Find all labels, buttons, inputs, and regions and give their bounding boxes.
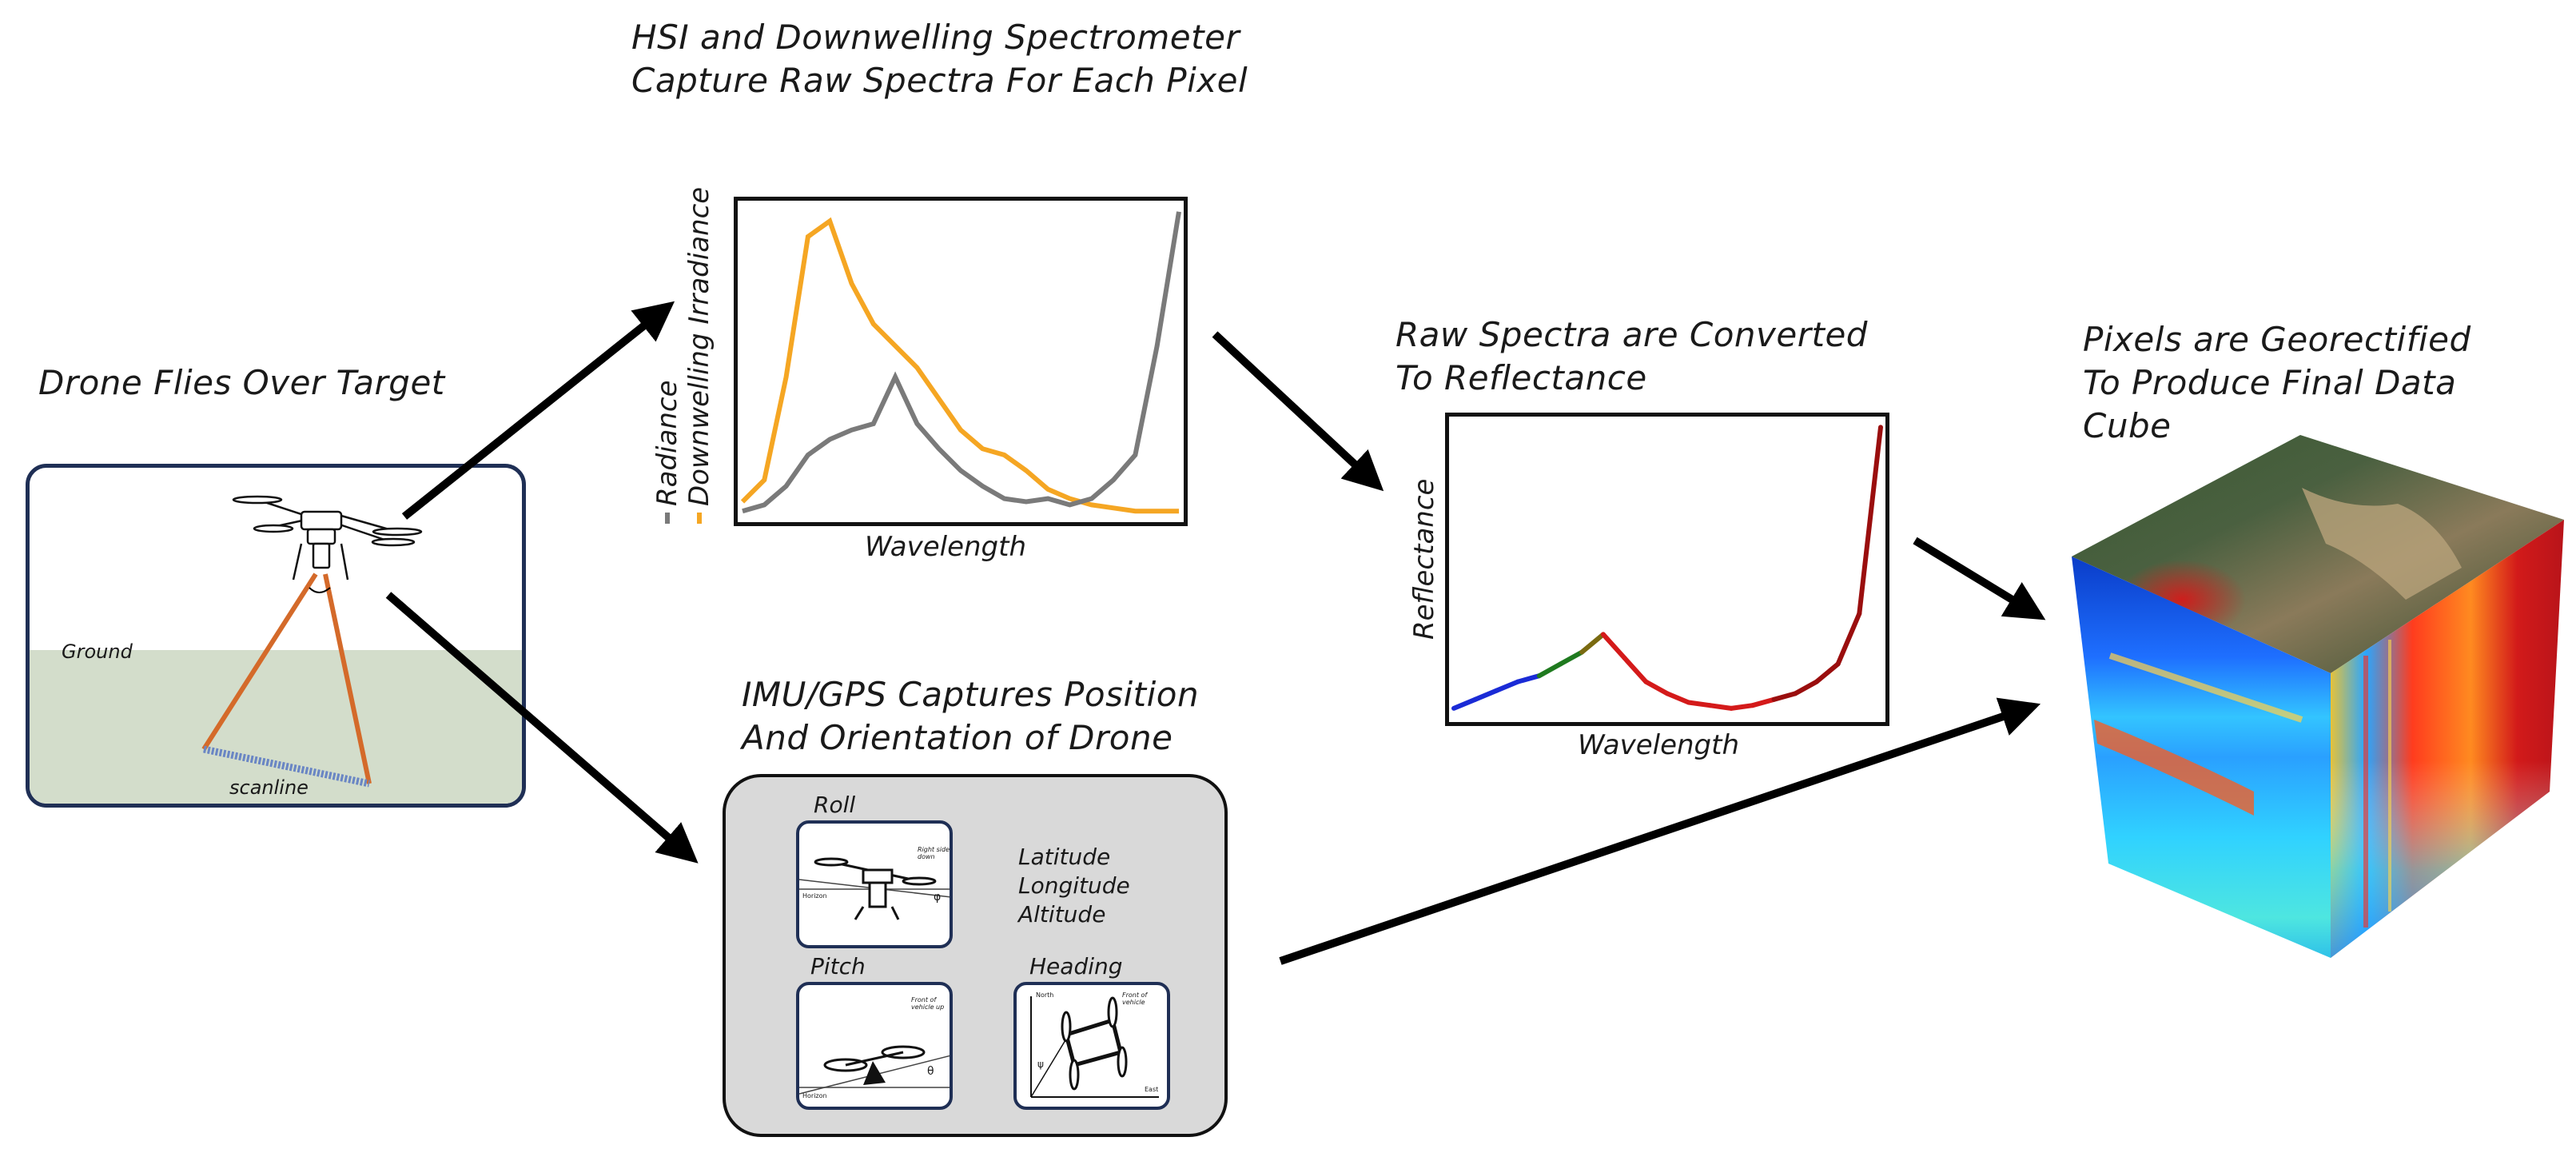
raw-chart-legend: Radiance Downwelling Irradiance xyxy=(651,187,715,524)
drone-icon xyxy=(232,495,423,580)
longitude-label: Longitude xyxy=(1018,872,1130,899)
radiance-legend-swatch xyxy=(665,513,670,524)
reflectance-segment xyxy=(1857,425,1883,616)
roll-diagram: Right side down Horizon φ xyxy=(796,820,953,948)
drone-caption: Drone Flies Over Target xyxy=(38,363,445,402)
irradiance-legend-swatch xyxy=(697,513,702,524)
reflectance-segment xyxy=(1472,688,1499,702)
cube-caption-line1: Pixels are Georectified xyxy=(2083,320,2471,359)
arrow-hsi-to-reflectance xyxy=(1212,331,1384,492)
reflectance-segment xyxy=(1793,679,1819,696)
drone-scan-illustration xyxy=(201,495,423,788)
reflectance-segment xyxy=(1729,703,1755,711)
pitch-angle: θ xyxy=(927,1065,934,1078)
cube-caption-line2: To Produce Final Data xyxy=(2083,363,2457,402)
refl-chart-xlabel: Wavelength xyxy=(1578,729,1740,761)
cube-caption-line3: Cube xyxy=(2083,406,2172,445)
reflectance-segment xyxy=(1579,632,1606,655)
radiance-series-line xyxy=(742,211,1181,514)
heading-east: East xyxy=(1145,1086,1159,1093)
roll-horizon: Horizon xyxy=(802,892,827,900)
roll-note: Right side down xyxy=(918,846,950,860)
roll-label: Roll xyxy=(814,792,856,818)
reflectance-chart xyxy=(1445,413,1889,726)
ground-label: Ground xyxy=(62,640,133,663)
arrow-reflectance-to-cube xyxy=(1913,537,2046,620)
reflectance-segment xyxy=(1536,661,1563,679)
refl-chart-ylabel: Reflectance xyxy=(1408,478,1440,640)
raw-chart-xlabel: Wavelength xyxy=(865,531,1027,563)
raw-spectra-chart xyxy=(734,197,1188,526)
latitude-label: Latitude xyxy=(1018,844,1111,870)
heading-label: Heading xyxy=(1029,953,1123,979)
heading-diagram: North Front of vehicle East ψ xyxy=(1013,982,1170,1110)
radiance-legend-label: Radiance xyxy=(651,380,683,506)
reflectance-segment xyxy=(1600,632,1627,660)
cube-left-face xyxy=(2072,557,2331,958)
hsi-caption-line2: Capture Raw Spectra For Each Pixel xyxy=(631,61,1248,100)
pitch-note: Front of vehicle up xyxy=(911,996,945,1011)
reflectance-plot xyxy=(1451,425,1883,711)
reflectance-series xyxy=(1451,425,1883,711)
scanline xyxy=(203,745,370,788)
raw-spectra-plot xyxy=(740,211,1181,514)
drone-panel: Ground scanline xyxy=(26,464,526,808)
pitch-diagram: Front of vehicle up Horizon θ xyxy=(796,982,953,1110)
reflectance-segment xyxy=(1707,703,1734,711)
heading-north: North xyxy=(1036,991,1054,999)
imu-panel: Roll Pitch Heading Latitude Longitude Al… xyxy=(723,774,1228,1137)
reflectance-segment xyxy=(1643,679,1670,696)
reflectance-segment xyxy=(1771,691,1798,702)
reflectance-segment xyxy=(1622,656,1649,684)
imu-caption-line1: IMU/GPS Captures Position xyxy=(742,675,1200,714)
reflectance-segment xyxy=(1665,691,1691,705)
reflectance-segment xyxy=(1558,649,1585,667)
imu-caption-line2: And Orientation of Drone xyxy=(742,718,1173,757)
pitch-drone-icon xyxy=(799,1045,950,1095)
reflectance-segment xyxy=(1814,661,1841,684)
reflectance-segment xyxy=(1750,696,1777,708)
reflectance-segment xyxy=(1835,611,1862,667)
pitch-label: Pitch xyxy=(810,953,866,979)
heading-note: Front of vehicle xyxy=(1122,991,1148,1006)
roll-angle: φ xyxy=(934,891,942,904)
refl-caption-line2: To Reflectance xyxy=(1395,358,1647,397)
pitch-horizon: Horizon xyxy=(802,1092,827,1099)
irradiance-series-line xyxy=(740,217,1179,514)
refl-caption-line1: Raw Spectra are Converted xyxy=(1395,315,1868,354)
coordinates-list: Latitude Longitude Altitude xyxy=(1018,843,1130,929)
reflectance-segment xyxy=(1515,673,1542,684)
reflectance-segment xyxy=(1451,696,1478,711)
heading-angle: ψ xyxy=(1037,1059,1044,1070)
reflectance-segment xyxy=(1686,700,1713,708)
roll-drone-icon xyxy=(799,857,950,920)
data-cube-image xyxy=(2072,435,2564,958)
altitude-label: Altitude xyxy=(1018,901,1106,928)
scanline-label: scanline xyxy=(229,776,309,799)
heading-drone-icon xyxy=(1030,996,1159,1098)
irradiance-legend-label: Downwelling Irradiance xyxy=(683,186,715,506)
cube-top-face xyxy=(2072,435,2564,673)
reflectance-segment xyxy=(1494,679,1521,693)
hsi-caption-line1: HSI and Downwelling Spectrometer xyxy=(631,18,1240,57)
